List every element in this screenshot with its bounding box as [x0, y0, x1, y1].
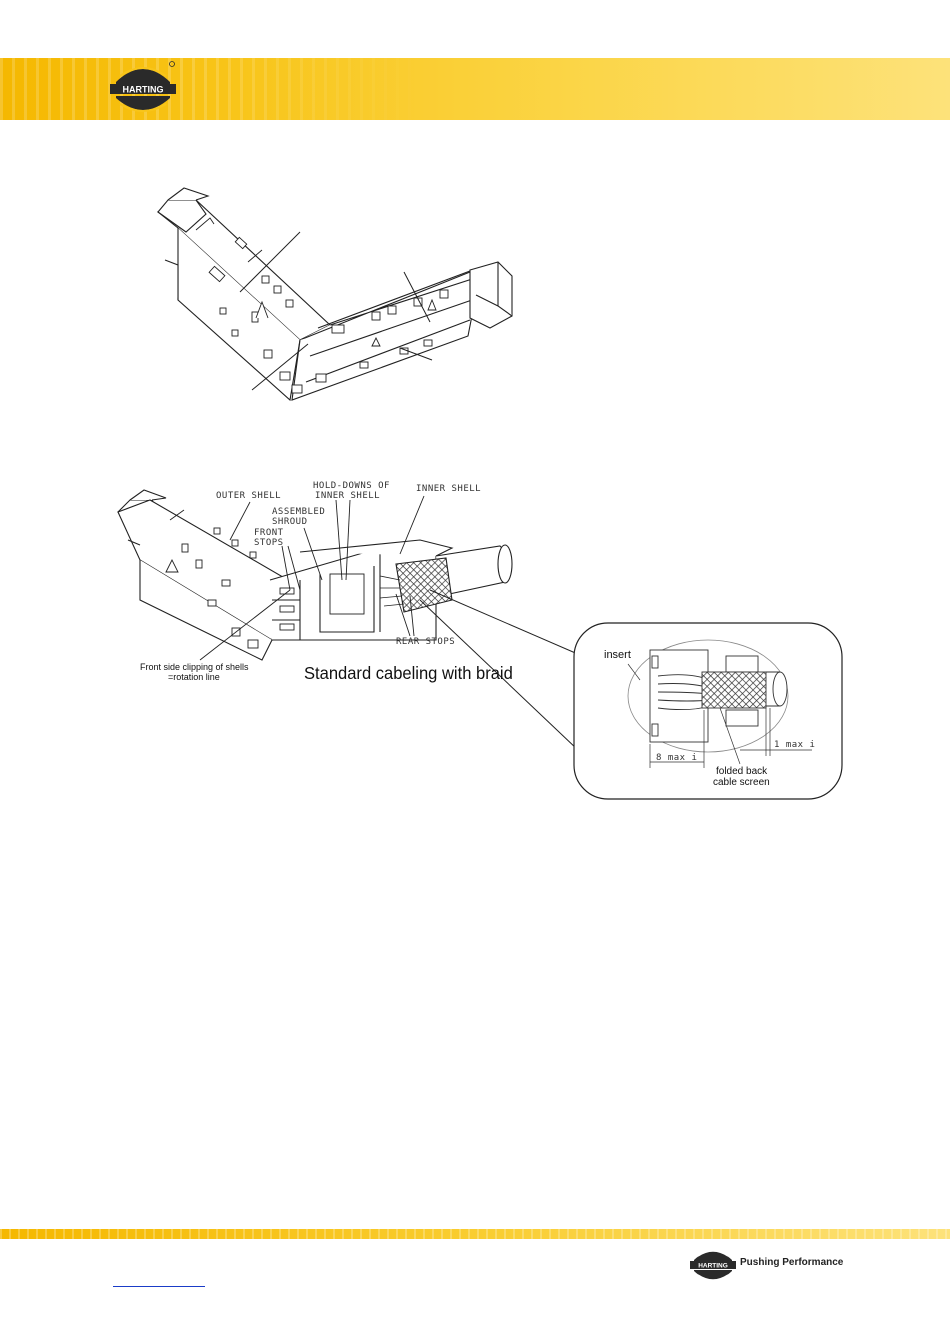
detail-label-folded-1: folded back — [716, 766, 768, 777]
label-outer-shell: OUTER SHELL — [216, 491, 281, 501]
label-assembled-2: SHROUD — [272, 517, 308, 527]
label-assembled-1: ASSEMBLED — [272, 507, 325, 517]
label-front-side-2: =rotation line — [168, 672, 220, 682]
detail-dim-8: 8 max i — [656, 753, 697, 763]
label-inner-shell: INNER SHELL — [416, 484, 481, 494]
detail-label-insert: insert — [604, 649, 631, 661]
detail-label-folded-2: cable screen — [713, 777, 770, 788]
label-front-stops-1: FRONT — [254, 528, 284, 538]
footer-tagline: Pushing Performance — [740, 1257, 843, 1268]
figure-caption: Standard cabeling with braid — [304, 662, 513, 683]
detail-dim-1: 1 max i — [774, 740, 815, 750]
label-rear-stops: REAR STOPS — [396, 637, 455, 647]
label-hold-downs-1: HOLD-DOWNS OF — [313, 481, 390, 491]
footer-link[interactable] — [113, 1274, 205, 1287]
detail-callout: insert 8 max i 1 max i folded back cable… — [574, 623, 842, 799]
footer-logo-text: HARTING — [698, 1263, 728, 1270]
label-hold-downs-2: INNER SHELL — [315, 491, 380, 501]
footer-harting-logo: HARTING — [690, 1245, 736, 1285]
label-front-side-1: Front side clipping of shells — [140, 662, 249, 672]
footer-band — [0, 1229, 950, 1239]
top-l-shell-drawing — [158, 188, 512, 400]
label-front-stops-2: STOPS — [254, 538, 284, 548]
